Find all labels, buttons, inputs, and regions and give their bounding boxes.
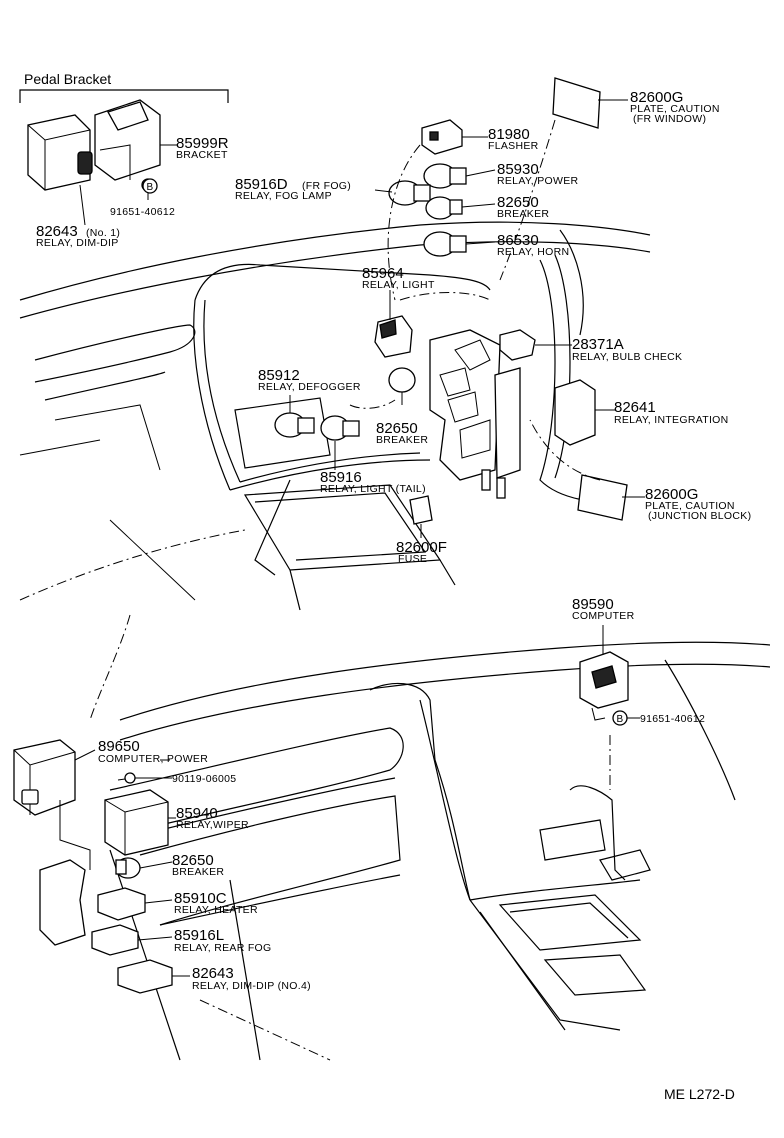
lower-dashboard-outline [89, 614, 771, 1061]
callout-82650-top-number: 82650 [497, 194, 539, 211]
callout-28371a-desc: RELAY, BULB CHECK [572, 351, 682, 363]
callout-82600g-window-number: 82600G [630, 89, 683, 106]
callout-82600f-number: 82600F [396, 539, 447, 556]
callout-82641-number: 82641 [614, 399, 656, 416]
callout-28371a-number: 28371A [572, 336, 624, 353]
callout-85964-number: 85964 [362, 265, 404, 282]
callout-82641-desc: RELAY, INTEGRATION [614, 414, 729, 426]
relay-bulb-check-part [499, 329, 536, 361]
callout-85912-number: 85912 [258, 367, 300, 384]
relay-rear-fog-part [91, 924, 139, 956]
relay-defogger-part [274, 412, 315, 438]
upper-leader-lines [79, 99, 645, 538]
relay-power-part [423, 163, 467, 189]
callout-85916d-qualifier: (FR FOG) [302, 180, 351, 192]
relay-light-part [374, 315, 413, 358]
breaker-top-part [425, 196, 463, 220]
callout-91651-40612-top-number: 91651-40612 [110, 206, 175, 218]
callout-89590-number: 89590 [572, 596, 614, 613]
callout-85916d-number: 85916D [235, 176, 288, 193]
bolt-b-mark-bottom: B [612, 710, 628, 726]
relay-heater-part [97, 887, 146, 921]
callout-85916-desc: RELAY, LIGHT (TAIL) [320, 483, 426, 495]
lower-leader-lines [74, 625, 640, 977]
callout-86530-desc: RELAY, HORN [497, 246, 569, 258]
computer-part [579, 651, 629, 721]
pedal-bracket-label: Pedal Bracket [24, 71, 111, 87]
relay-wiper-part [104, 789, 169, 856]
callout-85916-number: 85916 [320, 469, 362, 486]
callout-82643-no1-number: 82643 [36, 223, 78, 240]
callout-85912-desc: RELAY, DEFOGGER [258, 381, 361, 393]
breaker-bottom-part [115, 857, 141, 879]
callout-82600g-junction-desc: PLATE, CAUTION [645, 500, 735, 512]
callout-82650-mid-number: 82650 [376, 420, 418, 437]
callout-89590-desc: COMPUTER [572, 610, 635, 622]
callout-85930-number: 85930 [497, 161, 539, 178]
callout-85999r-number: 85999R [176, 135, 229, 152]
callout-81980-desc: FLASHER [488, 140, 539, 152]
fuse-part [409, 495, 433, 525]
callout-89650-number: 89650 [98, 738, 140, 755]
bolt-b-mark-top-letter: B [147, 182, 154, 193]
callout-82600g-junction-desc2: (JUNCTION BLOCK) [648, 510, 751, 522]
caution-plate-junction-block-part [577, 474, 628, 521]
callout-89650-desc: COMPUTER, POWER [98, 753, 208, 765]
relay-integration-part [554, 379, 596, 446]
callout-82600g-window-desc: PLATE, CAUTION [630, 103, 720, 115]
callout-85940-number: 85940 [176, 805, 218, 822]
callout-85940-desc: RELAY,WIPER [176, 819, 249, 831]
relay-dim-dip-no1-part [27, 114, 93, 191]
flasher-part [421, 119, 463, 155]
bolt-b-mark-bottom-letter: B [617, 714, 624, 725]
callout-82643-no1-qualifier: (No. 1) [86, 227, 120, 239]
callout-82643-no4-desc: RELAY, DIM-DIP (NO.4) [192, 980, 311, 992]
drawing-code: ME L272-D [664, 1086, 735, 1102]
callout-85910c-desc: RELAY, HEATER [174, 904, 258, 916]
callout-85916l-desc: RELAY, REAR FOG [174, 942, 271, 954]
callout-82643-no1-desc: RELAY, DIM-DIP [36, 237, 119, 249]
relay-horn-part [423, 231, 467, 257]
relay-dim-dip-no4-part [117, 959, 173, 994]
callout-82600g-junction-number: 82600G [645, 486, 698, 503]
callout-82650-bottom-desc: BREAKER [172, 866, 224, 878]
callout-82643-no4-number: 82643 [192, 965, 234, 982]
callout-86530-number: 86530 [497, 232, 539, 249]
computer-power-part [13, 739, 91, 870]
callout-91651-40612-bottom-number: 91651-40612 [640, 713, 705, 725]
bracket-lower-part [39, 859, 86, 946]
bolt-b-mark-top: B [142, 178, 158, 194]
relay-light-tail-part [320, 415, 360, 441]
upper-dashboard-outline [19, 221, 651, 611]
callout-82650-mid-desc: BREAKER [376, 434, 428, 446]
callout-82650-top-desc: BREAKER [497, 208, 549, 220]
caution-plate-fr-window-part [552, 77, 601, 129]
callout-81980-number: 81980 [488, 126, 530, 143]
callout-85999r-desc: BRACKET [176, 149, 228, 161]
pedal-bracket-bracket-line [19, 89, 229, 103]
screw-part [117, 772, 136, 784]
callout-85916d-desc: RELAY, FOG LAMP [235, 190, 332, 202]
callout-85916l-number: 85916L [174, 927, 224, 944]
callout-82600f-desc: FUSE [398, 553, 427, 565]
callout-85930-desc: RELAY, POWER [497, 175, 579, 187]
junction-block [429, 329, 521, 499]
callout-82600g-window-desc2: (FR WINDOW) [633, 113, 706, 125]
callout-90119-06005-number: 90119-06005 [172, 773, 236, 785]
callout-82650-bottom-number: 82650 [172, 852, 214, 869]
breaker-mid-part [388, 367, 416, 393]
callout-85964-desc: RELAY, LIGHT [362, 279, 435, 291]
callout-85910c-number: 85910C [174, 890, 227, 907]
bracket-part [94, 99, 161, 192]
